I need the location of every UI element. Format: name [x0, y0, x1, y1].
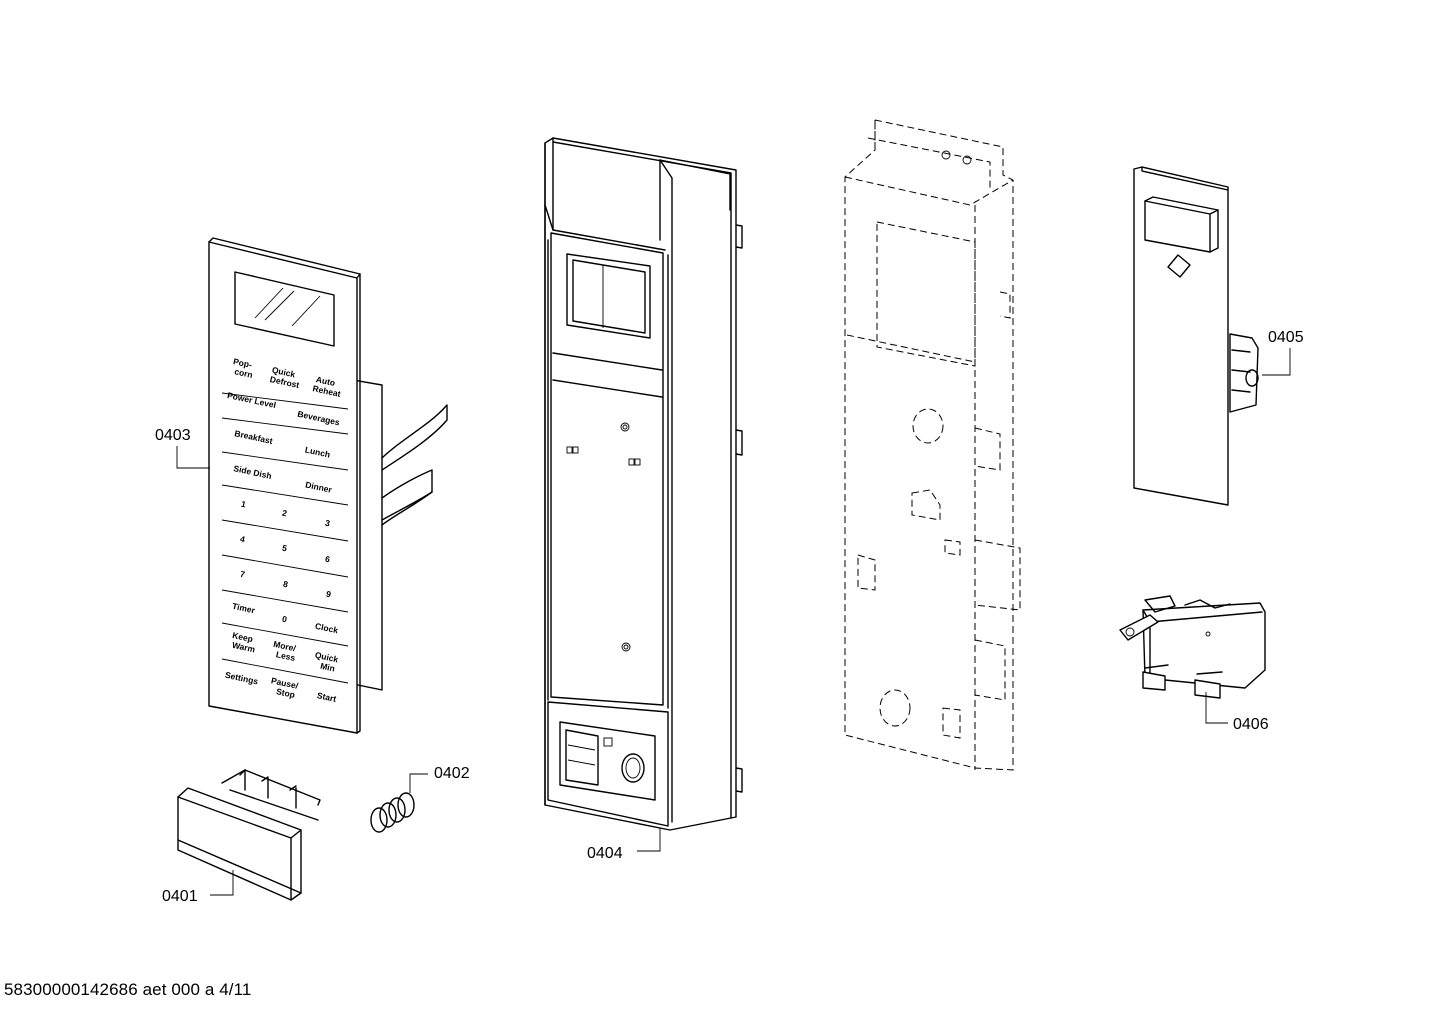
key-timer: Timer: [231, 601, 256, 616]
key-clock: Clock: [314, 621, 339, 636]
key-1: 1: [240, 499, 247, 510]
callout-0406: 0406: [1233, 716, 1269, 733]
control-circuit-board: [1133, 166, 1259, 506]
callout-0403: 0403: [155, 427, 191, 444]
key-auto-reheat-line1: Auto: [315, 374, 336, 388]
key-keep-warm-line2: Warm: [231, 640, 256, 655]
control-panel-frame: [544, 137, 743, 831]
callout-0402: 0402: [434, 765, 470, 782]
key-more-less-line2: Less: [275, 649, 296, 663]
door-switch-assembly: [1119, 595, 1266, 699]
key-7: 7: [239, 569, 246, 580]
key-8: 8: [282, 579, 289, 590]
dashed-housing-outline: [844, 119, 1021, 771]
key-quick-defrost-line1: Quick: [271, 365, 296, 380]
key-3: 3: [324, 518, 331, 529]
key-0: 0: [281, 614, 288, 625]
key-4: 4: [239, 534, 246, 545]
callout-0404: 0404: [587, 845, 623, 862]
callout-0401: 0401: [162, 888, 198, 905]
key-9: 9: [325, 589, 332, 600]
callout-0405: 0405: [1268, 329, 1304, 346]
spring-coil: [370, 792, 415, 833]
leader-lines: [176, 348, 1291, 896]
key-6: 6: [324, 554, 331, 565]
key-quick-min-line1: Quick: [314, 650, 339, 665]
keypad-membrane: Pop- corn Quick Defrost Auto Reheat Powe…: [208, 237, 448, 734]
key-start: Start: [316, 690, 337, 704]
key-more-less-line1: More/: [272, 639, 297, 654]
key-pause-stop-line2: Stop: [275, 686, 296, 700]
key-5: 5: [281, 543, 288, 554]
key-quick-min-line2: Min: [319, 661, 335, 674]
door-release-button: [177, 769, 321, 901]
key-popcorn-line1: Pop-: [232, 356, 253, 370]
key-popcorn-line2: corn: [234, 366, 254, 380]
key-2: 2: [281, 508, 288, 519]
drawing-reference-number: 58300000142686 aet 000 a 4/11: [4, 980, 252, 999]
key-keep-warm-line1: Keep: [231, 630, 253, 644]
